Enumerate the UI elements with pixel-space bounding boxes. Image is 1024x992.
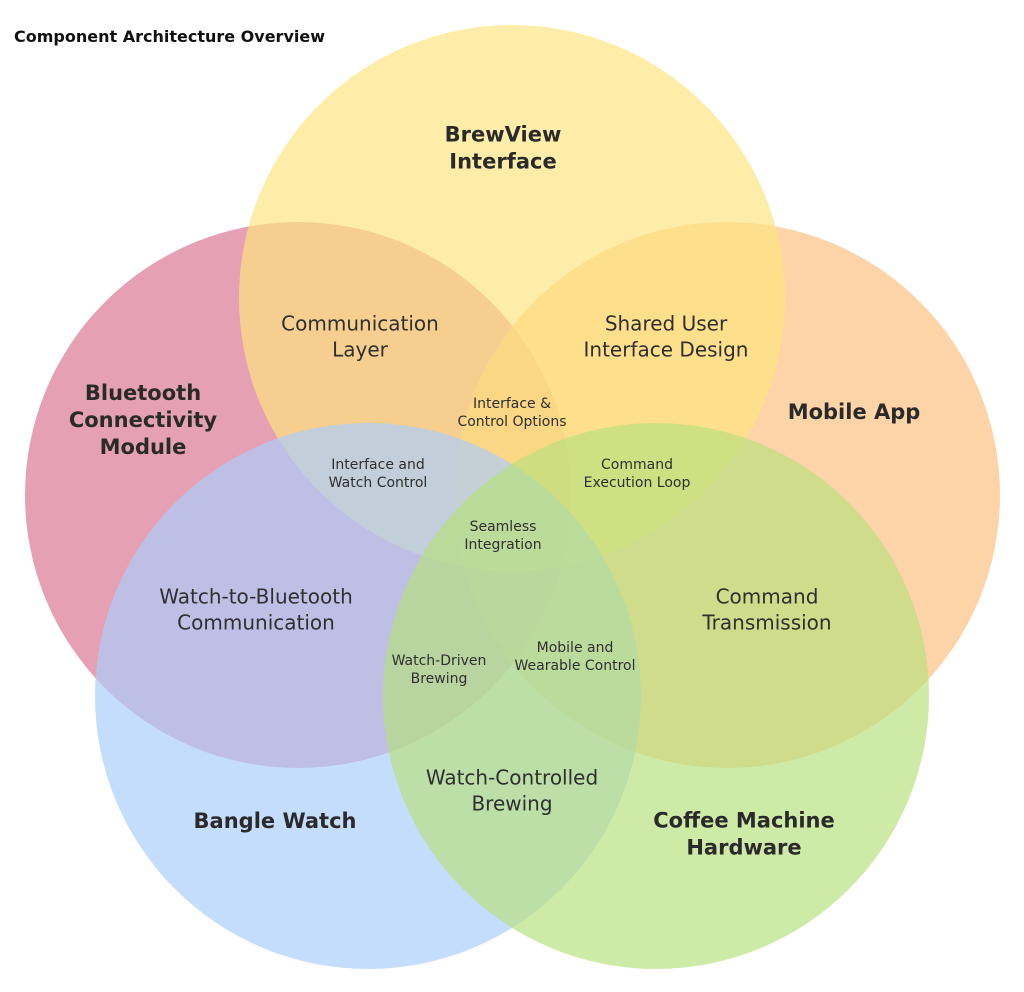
- diagram-title: Component Architecture Overview: [14, 27, 325, 46]
- set-label-mobile: Mobile App: [788, 400, 921, 424]
- region-label-interface-control-options: Interface &Control Options: [457, 396, 566, 430]
- set-label-bangle: Bangle Watch: [194, 809, 357, 833]
- circle-coffee: [383, 423, 929, 969]
